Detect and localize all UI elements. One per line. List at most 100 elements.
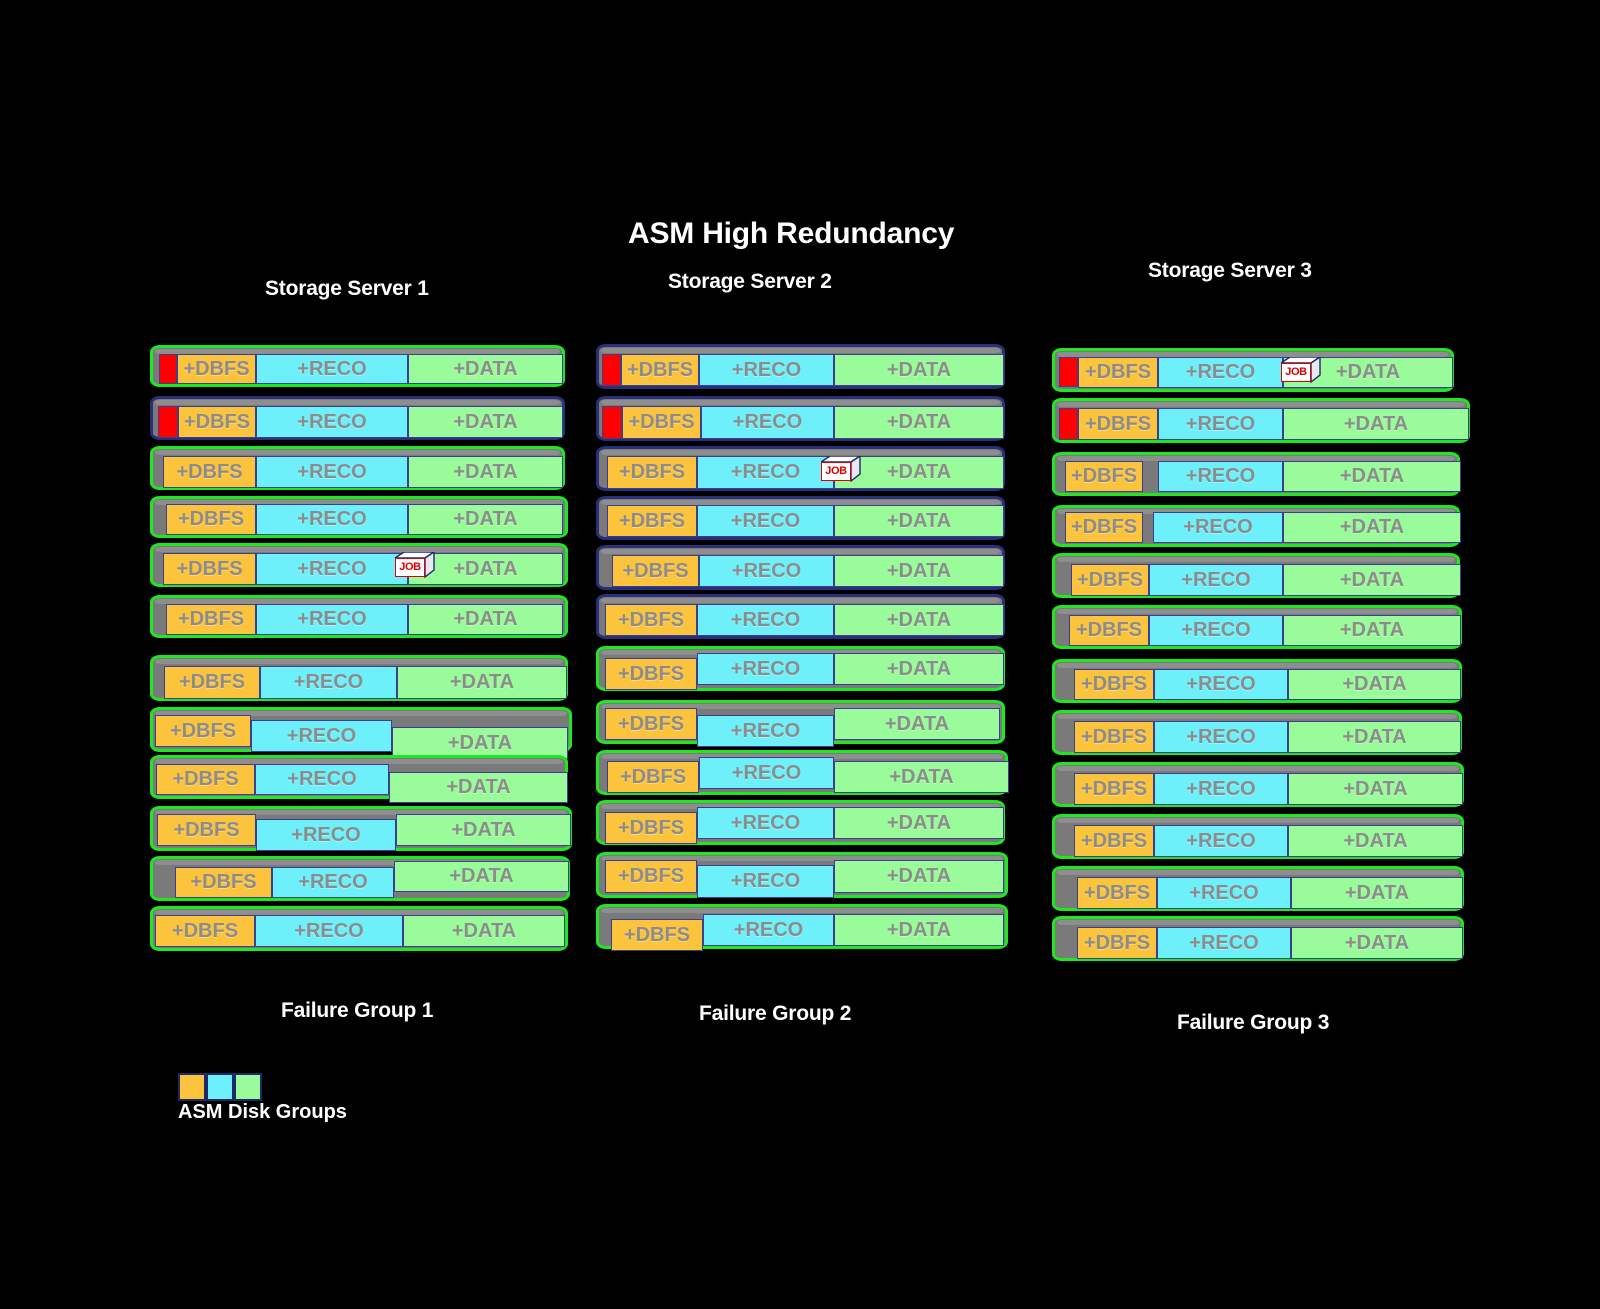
disk-group-segment-data[interactable]: +DATA [403, 915, 565, 947]
disk-group-segment-reco[interactable]: +RECO [699, 757, 834, 789]
disk-group-segment-dbfs[interactable]: +DBFS [1065, 512, 1143, 543]
disk-group-segment-dbfs[interactable]: +DBFS [1071, 564, 1149, 596]
disk-group-segment-reco[interactable]: +RECO [1157, 877, 1291, 909]
disk-group-segment-data[interactable]: +DATA [834, 860, 1004, 893]
disk-row[interactable]: +DBFS+RECO+DATA [1052, 814, 1464, 859]
disk-row[interactable]: +DBFS+RECO+DATA [596, 545, 1005, 590]
disk-group-segment-dbfs[interactable]: +DBFS [1074, 825, 1154, 857]
disk-group-segment-data[interactable]: +DATA [834, 354, 1004, 386]
disk-row[interactable]: +DBFS+RECO+DATA [1052, 659, 1462, 703]
disk-group-segment-dbfs[interactable]: +DBFS [1078, 357, 1158, 388]
disk-group-segment-data[interactable]: +DATA [834, 604, 1004, 636]
disk-group-segment-reco[interactable]: +RECO [1154, 773, 1288, 805]
disk-group-segment-dbfs[interactable]: +DBFS [166, 604, 256, 635]
disk-group-segment-dbfs[interactable]: +DBFS [607, 761, 699, 793]
disk-group-segment-reco[interactable]: +RECO [701, 406, 834, 439]
disk-group-segment-reco[interactable]: +RECO [1154, 721, 1288, 753]
disk-group-segment-data[interactable]: +DATA [1283, 357, 1453, 388]
disk-group-segment-dbfs[interactable]: +DBFS [177, 354, 256, 384]
disk-group-segment-data[interactable]: +DATA [1283, 615, 1461, 646]
disk-group-segment-reco[interactable]: +RECO [703, 914, 834, 946]
disk-group-segment-reco[interactable]: +RECO [1149, 564, 1283, 596]
disk-row[interactable]: +DBFS+RECO+DATA [150, 906, 568, 951]
disk-group-segment-dbfs[interactable]: +DBFS [166, 504, 256, 535]
disk-row[interactable]: +DBFS+RECO+DATA [150, 345, 565, 387]
disk-group-segment-dbfs[interactable]: +DBFS [163, 553, 256, 585]
disk-group-segment-reco[interactable]: +RECO [1157, 927, 1291, 959]
disk-group-segment-data[interactable]: +DATA [1283, 512, 1461, 543]
disk-group-segment-reco[interactable]: +RECO [699, 555, 834, 587]
disk-group-segment-data[interactable]: +DATA [1283, 408, 1469, 440]
disk-group-segment-data[interactable]: +DATA [397, 666, 567, 699]
disk-group-segment-dbfs[interactable]: +DBFS [605, 708, 697, 740]
disk-row[interactable]: +DBFS+RECO+DATA [596, 344, 1005, 389]
disk-group-segment-data[interactable]: +DATA [834, 456, 1004, 489]
disk-group-segment-reco[interactable]: +RECO [256, 406, 408, 438]
disk-group-segment-data[interactable]: +DATA [1288, 721, 1461, 753]
disk-group-segment-dbfs[interactable]: +DBFS [1074, 721, 1154, 753]
disk-group-segment-reco[interactable]: +RECO [1154, 669, 1288, 700]
disk-group-segment-data[interactable]: +DATA [408, 604, 563, 635]
disk-group-segment-data[interactable]: +DATA [394, 861, 569, 892]
disk-row[interactable]: +DBFS+RECO+DATA [596, 800, 1005, 845]
disk-row[interactable]: +DBFS+RECO+DATA [1052, 866, 1464, 911]
disk-group-segment-dbfs[interactable]: +DBFS [1069, 615, 1149, 646]
disk-group-segment-reco[interactable]: +RECO [255, 764, 389, 795]
disk-group-segment-data[interactable]: +DATA [408, 456, 563, 488]
disk-group-segment-dbfs[interactable]: +DBFS [605, 658, 697, 690]
disk-group-segment-data[interactable]: +DATA [408, 406, 563, 438]
disk-row[interactable]: +DBFS+RECO+DATA [596, 396, 1005, 441]
disk-group-segment-reco[interactable]: +RECO [1158, 357, 1283, 388]
disk-row[interactable]: +DBFS+RECO+DATA [1052, 710, 1462, 755]
disk-row[interactable]: +DBFS+RECO+DATA [1052, 762, 1464, 807]
disk-group-segment-reco[interactable]: +RECO [1158, 408, 1283, 440]
disk-row[interactable]: +DBFS+RECO+DATA [596, 496, 1005, 540]
disk-group-segment-dbfs[interactable]: +DBFS [611, 919, 703, 951]
disk-row[interactable]: +DBFS+RECO+DATA [596, 904, 1008, 951]
disk-group-segment-dbfs[interactable]: +DBFS [1077, 927, 1157, 959]
disk-group-segment-dbfs[interactable]: +DBFS [157, 814, 256, 846]
disk-row[interactable]: +DBFS+RECO+DATA [150, 595, 568, 638]
disk-group-segment-data[interactable]: +DATA [834, 807, 1004, 839]
disk-row[interactable]: +DBFS+RECO+DATA [150, 707, 572, 759]
disk-group-segment-dbfs[interactable]: +DBFS [163, 456, 256, 488]
disk-row[interactable]: +DBFS+RECO+DATA [596, 646, 1005, 691]
disk-group-segment-reco[interactable]: +RECO [1158, 461, 1283, 492]
disk-group-segment-dbfs[interactable]: +DBFS [175, 867, 272, 898]
disk-group-segment-reco[interactable]: +RECO [251, 720, 392, 752]
disk-row[interactable]: +DBFS+RECO+DATA [1052, 605, 1462, 649]
disk-group-segment-data[interactable]: +DATA [1283, 461, 1461, 492]
disk-group-segment-reco[interactable]: +RECO [697, 865, 834, 898]
disk-group-segment-data[interactable]: +DATA [834, 914, 1004, 946]
disk-group-segment-dbfs[interactable]: +DBFS [178, 406, 256, 438]
disk-group-segment-dbfs[interactable]: +DBFS [156, 764, 255, 795]
disk-group-segment-reco[interactable]: +RECO [256, 604, 408, 635]
disk-group-segment-reco[interactable]: +RECO [256, 553, 408, 585]
disk-group-segment-reco[interactable]: +RECO [260, 666, 397, 699]
disk-group-segment-data[interactable]: +DATA [1288, 669, 1461, 700]
disk-group-segment-reco[interactable]: +RECO [256, 504, 408, 535]
disk-group-segment-reco[interactable]: +RECO [1149, 615, 1283, 646]
disk-group-segment-data[interactable]: +DATA [834, 708, 1000, 740]
disk-group-segment-reco[interactable]: +RECO [255, 915, 403, 947]
disk-group-segment-dbfs[interactable]: +DBFS [1074, 669, 1154, 700]
disk-group-segment-data[interactable]: +DATA [1288, 773, 1463, 805]
disk-group-segment-data[interactable]: +DATA [834, 406, 1004, 439]
disk-group-segment-dbfs[interactable]: +DBFS [155, 715, 251, 747]
disk-group-segment-reco[interactable]: +RECO [697, 807, 834, 839]
disk-row[interactable]: +DBFS+RECO+DATA [1052, 452, 1461, 496]
disk-group-segment-reco[interactable]: +RECO [272, 867, 394, 898]
disk-group-segment-data[interactable]: +DATA [408, 553, 563, 585]
disk-group-segment-dbfs[interactable]: +DBFS [1074, 773, 1154, 805]
disk-group-segment-dbfs[interactable]: +DBFS [605, 812, 697, 844]
disk-group-segment-reco[interactable]: +RECO [697, 505, 834, 537]
disk-group-segment-reco[interactable]: +RECO [697, 653, 834, 685]
disk-group-segment-data[interactable]: +DATA [1288, 825, 1463, 857]
disk-group-segment-reco[interactable]: +RECO [697, 456, 834, 489]
disk-group-segment-dbfs[interactable]: +DBFS [612, 555, 699, 587]
disk-group-segment-data[interactable]: +DATA [408, 504, 563, 535]
disk-group-segment-data[interactable]: +DATA [1291, 877, 1463, 909]
disk-row[interactable]: +DBFS+RECO+DATA [596, 750, 1009, 795]
